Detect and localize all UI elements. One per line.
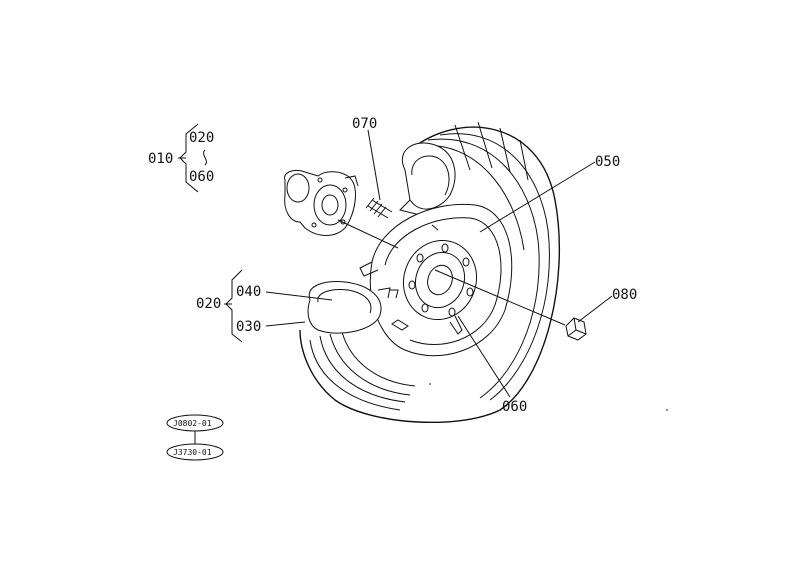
callout-050: 050 xyxy=(595,154,620,170)
callout-030: 030 xyxy=(236,319,261,335)
stamp-top-text: J0802-01 xyxy=(173,419,212,428)
callout-070: 070 xyxy=(352,116,377,132)
stamp-group: J0802-01 J3730-01 xyxy=(166,414,224,461)
callout-080: 080 xyxy=(612,287,637,303)
wheel-rim xyxy=(359,203,513,357)
nut-080 xyxy=(565,317,587,341)
tube-section-bottom xyxy=(307,281,391,334)
stamp-bottom-text: J3730-01 xyxy=(173,448,212,457)
callout-060: 060 xyxy=(502,399,527,415)
callout-040: 040 xyxy=(236,284,261,300)
callout-020-top: 020 xyxy=(189,130,214,146)
bracket-010 xyxy=(178,123,207,193)
callout-010: 010 xyxy=(148,151,173,167)
leader-lines xyxy=(265,129,613,398)
hub-assembly xyxy=(284,169,359,236)
tire xyxy=(299,121,561,424)
bolt-070 xyxy=(365,197,393,219)
bracket-020 xyxy=(224,269,243,343)
tire-section-top xyxy=(399,142,456,216)
callout-060-top: 060 xyxy=(189,169,214,185)
callout-020-mid: 020 xyxy=(196,296,221,312)
stamp-bottom-oval xyxy=(166,443,224,461)
